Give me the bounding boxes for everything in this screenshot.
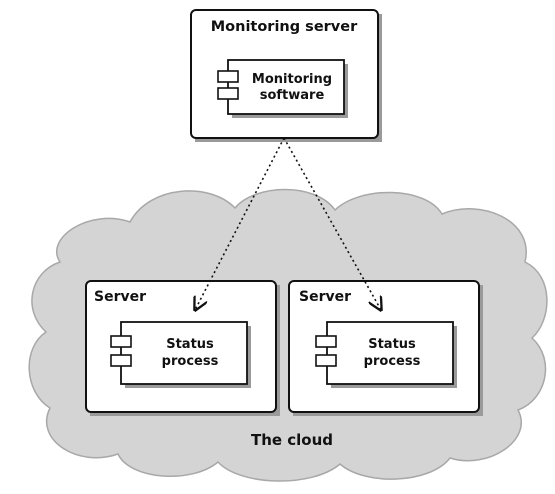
component-icon	[110, 335, 132, 367]
status-process-component-1: Status process	[110, 321, 251, 388]
status-process-label-line1-1: Status	[166, 337, 214, 352]
component-icon	[315, 335, 337, 367]
monitoring-server-title: Monitoring server	[211, 19, 358, 35]
dependency-arrow-server-1	[195, 137, 285, 310]
server-node-2: Server Status process	[288, 280, 483, 416]
cloud-label: The cloud	[251, 431, 333, 449]
status-process-label-line2-1: process	[162, 354, 219, 369]
status-process-label-line1-2: Status	[368, 337, 416, 352]
component-icon	[217, 70, 239, 100]
server-node-1: Server Status process	[85, 280, 280, 416]
monitoring-software-component: Monitoring software	[217, 59, 348, 118]
server-title-2: Server	[299, 289, 351, 305]
status-process-label-line2-2: process	[364, 354, 421, 369]
monitoring-server-node: Monitoring server Monitoring software	[190, 9, 382, 142]
status-process-component-2: Status process	[315, 321, 457, 388]
monitoring-software-label-line2: software	[260, 88, 325, 103]
server-title-1: Server	[94, 289, 146, 305]
monitoring-software-label-line1: Monitoring	[252, 72, 332, 87]
